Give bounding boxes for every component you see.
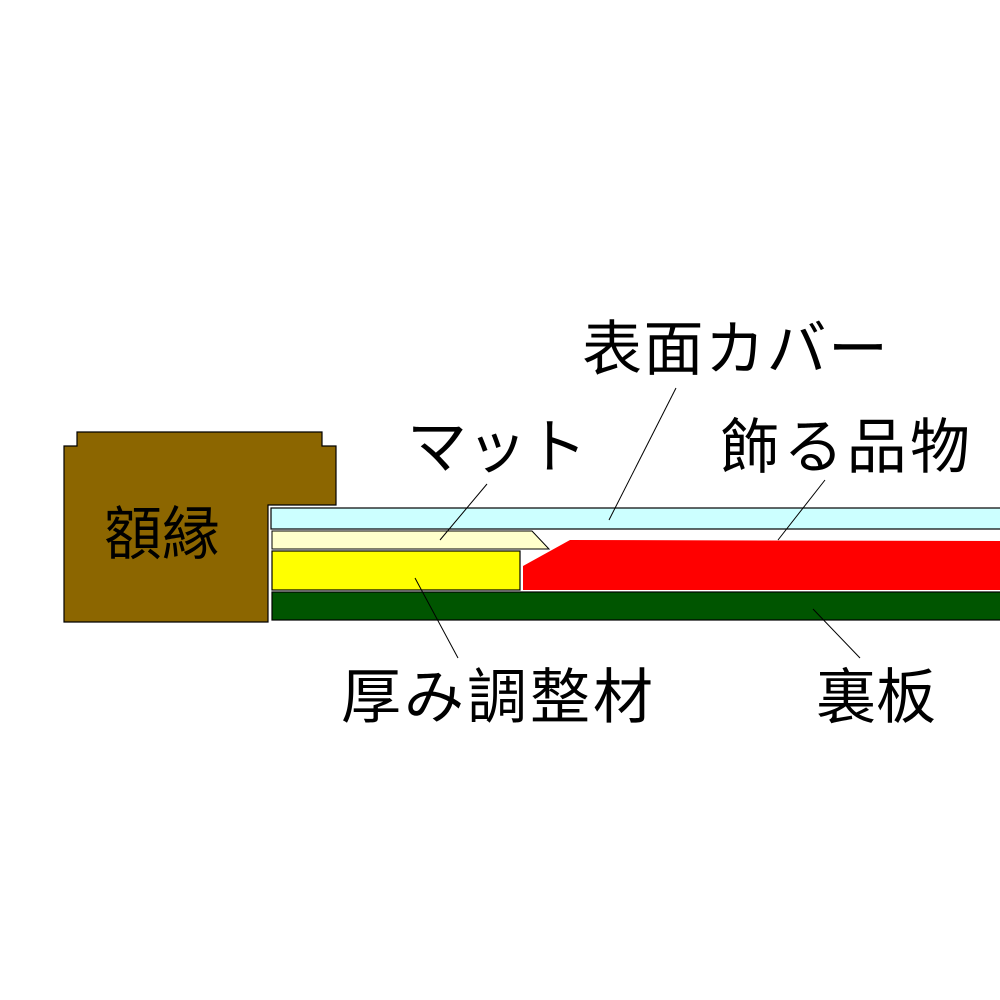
label-backing: 裏板	[816, 663, 936, 733]
picture-frame-moulding	[63, 431, 337, 623]
label-spacer: 厚み調整材	[341, 663, 653, 733]
leader-line-cover	[608, 387, 677, 521]
label-cover: 表面カバー	[582, 315, 888, 385]
thickness-spacer-layer	[271, 550, 521, 591]
label-mat: マット	[407, 413, 587, 483]
mat-layer	[271, 530, 551, 550]
label-frame: 額縁	[104, 500, 220, 568]
label-item: 飾る品物	[720, 413, 970, 483]
backing-board-layer	[271, 591, 1000, 621]
displayed-item-layer	[523, 540, 1000, 590]
leader-line-backing	[812, 608, 861, 659]
leader-lines	[414, 387, 861, 659]
leader-line-item	[777, 479, 826, 541]
surface-cover-layer	[270, 507, 1000, 530]
leader-line-mat	[439, 483, 488, 541]
leader-line-spacer	[414, 577, 459, 659]
